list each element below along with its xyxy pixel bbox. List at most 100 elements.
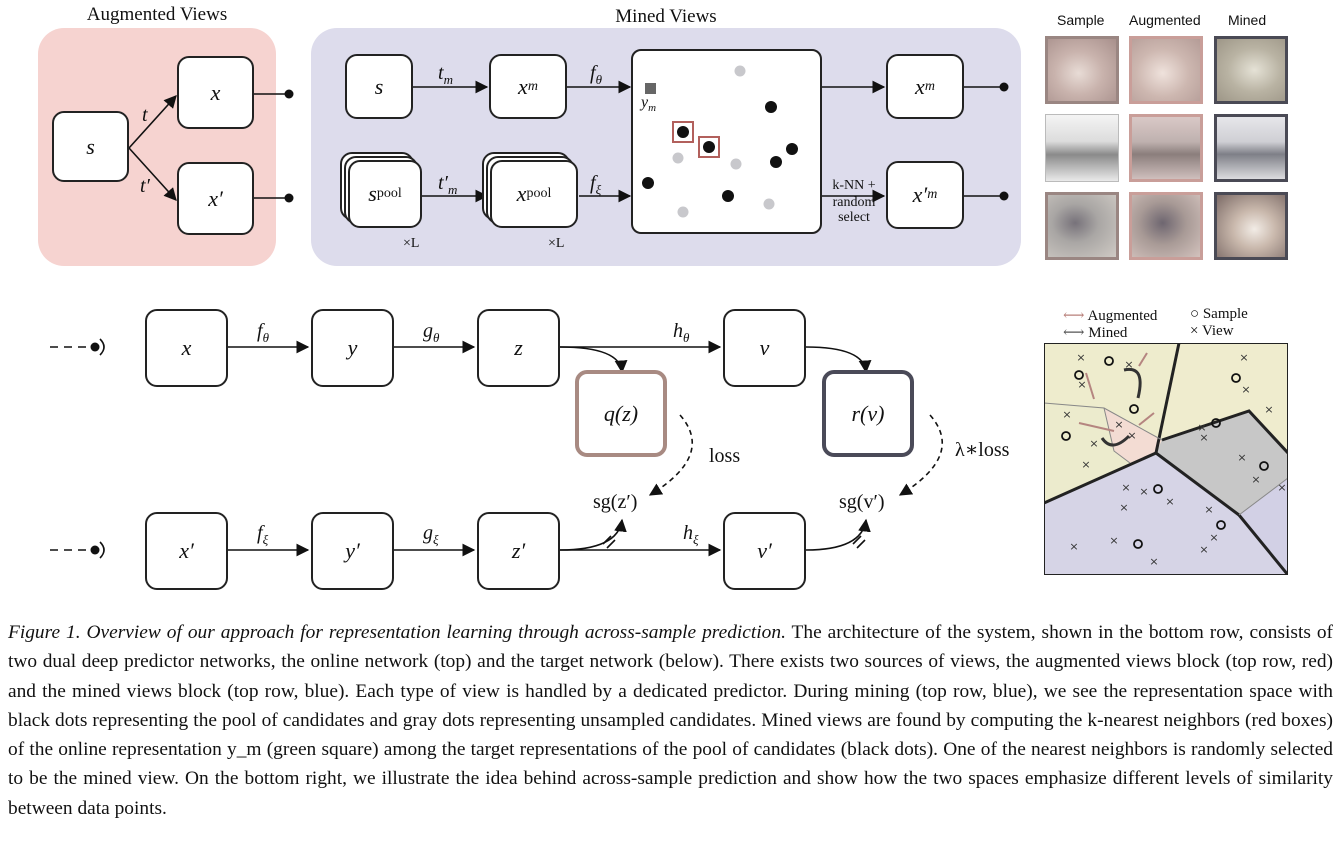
label-tm-prime: t′m [438, 172, 458, 197]
svg-text:×: × [1109, 534, 1118, 547]
thumbnail-horse-augmented [1129, 36, 1203, 104]
label-loss: loss [709, 445, 741, 467]
thumbnail-car-augmented [1129, 114, 1203, 182]
knn-box [672, 121, 694, 143]
black-dot [722, 190, 734, 202]
voronoi-illustration: ××× ××× ××× ××× ××× ××× ××× ××× ×× [1044, 343, 1288, 575]
black-dot [677, 126, 689, 138]
caption-text: The architecture of the system, shown in… [8, 622, 1333, 819]
black-dot [642, 177, 654, 189]
svg-text:×: × [1239, 351, 1248, 364]
label-h-theta: hθ [673, 320, 690, 345]
svg-text:×: × [1077, 378, 1086, 391]
svg-text:×: × [1149, 555, 1158, 568]
target-y-prime: y′ [311, 512, 394, 590]
mined-output-xm-prime: x′m [886, 161, 964, 229]
svg-text:×: × [1062, 408, 1071, 421]
caption-figure-label: Figure 1. Overview of our approach for r… [8, 622, 786, 643]
label-tm: tm [438, 62, 453, 87]
svg-text:×: × [1197, 421, 1206, 434]
thumbnail-animal-sample [1045, 192, 1119, 260]
label-sg-z: sg(z′) [593, 491, 638, 513]
svg-text:×: × [1209, 531, 1218, 544]
label-f-xi: fξ [257, 522, 269, 547]
augmented-source-s: s [52, 111, 129, 182]
target-x-prime: x′ [145, 512, 228, 590]
svg-text:×: × [1114, 418, 1123, 431]
label-g-xi: gξ [423, 522, 439, 547]
legend-sample: ○ Sample [1190, 306, 1248, 322]
target-v-prime: v′ [723, 512, 806, 590]
label-f-xi-mined: fξ [590, 172, 602, 197]
label-lambda-loss: λ∗loss [955, 439, 1010, 461]
label-t: t [142, 104, 148, 126]
svg-text:×: × [1237, 451, 1246, 464]
gray-dot [730, 158, 742, 170]
thumbnail-animal-mined [1214, 192, 1288, 260]
col-title-augmented: Augmented [1129, 12, 1201, 28]
svg-text:×: × [1121, 481, 1130, 494]
thumbnail-car-mined [1214, 114, 1288, 182]
label-sg-v: sg(v′) [839, 491, 885, 513]
online-y: y [311, 309, 394, 387]
svg-text:×: × [1199, 431, 1208, 444]
svg-text:×: × [1124, 358, 1133, 371]
gray-dot [734, 65, 746, 77]
label-f-theta-mined: fθ [590, 62, 602, 87]
svg-text:×: × [1251, 473, 1260, 486]
svg-text:×: × [1204, 503, 1213, 516]
predictor-r: r(v) [822, 370, 914, 457]
label-ym: ym [641, 94, 657, 115]
online-z: z [477, 309, 560, 387]
legend-mined: ⟷ Mined [1063, 325, 1128, 341]
thumbnail-horse-sample [1045, 36, 1119, 104]
figure-caption: Figure 1. Overview of our approach for r… [8, 618, 1333, 823]
svg-text:×: × [1069, 540, 1078, 553]
thumbnail-animal-augmented [1129, 192, 1203, 260]
label-f-theta: fθ [257, 320, 269, 345]
svg-text:×: × [1119, 501, 1128, 514]
label-t-prime: t′ [140, 175, 150, 197]
times-L-xpool: ×L [548, 236, 565, 251]
svg-text:×: × [1241, 383, 1250, 396]
representation-points [642, 65, 798, 218]
black-dot [703, 141, 715, 153]
predictor-q: q(z) [575, 370, 667, 457]
black-dot [770, 156, 782, 168]
svg-text:×: × [1264, 403, 1273, 416]
ym-square-marker [645, 83, 656, 94]
col-title-sample: Sample [1057, 12, 1105, 28]
online-v: v [723, 309, 806, 387]
mined-views-title: Mined Views [615, 6, 717, 27]
label-h-xi: hξ [683, 522, 699, 547]
black-dot [786, 143, 798, 155]
gray-dot [672, 152, 684, 164]
gray-dot [763, 198, 775, 210]
label-g-theta: gθ [423, 320, 440, 345]
knn-box [698, 136, 720, 158]
svg-text:×: × [1277, 481, 1286, 494]
mined-source-s: s [345, 54, 413, 119]
svg-text:×: × [1076, 351, 1085, 364]
diagram-connectors [50, 80, 1009, 559]
times-L-spool: ×L [403, 236, 420, 251]
legend-view: × View [1190, 323, 1234, 339]
representation-space [631, 49, 822, 234]
svg-text:×: × [1081, 458, 1090, 471]
augmented-view-x: x [177, 56, 254, 129]
black-dot [765, 101, 777, 113]
svg-text:×: × [1089, 437, 1098, 450]
online-x: x [145, 309, 228, 387]
col-title-mined: Mined [1228, 12, 1267, 28]
augmented-view-x-prime: x′ [177, 162, 254, 235]
thumbnail-horse-mined [1214, 36, 1288, 104]
gray-dot [677, 206, 689, 218]
thumbnail-car-sample [1045, 114, 1119, 182]
target-z-prime: z′ [477, 512, 560, 590]
svg-text:×: × [1127, 429, 1136, 442]
augmented-views-title: Augmented Views [86, 4, 228, 25]
legend-augmented: ⟷ Augmented [1063, 308, 1158, 324]
